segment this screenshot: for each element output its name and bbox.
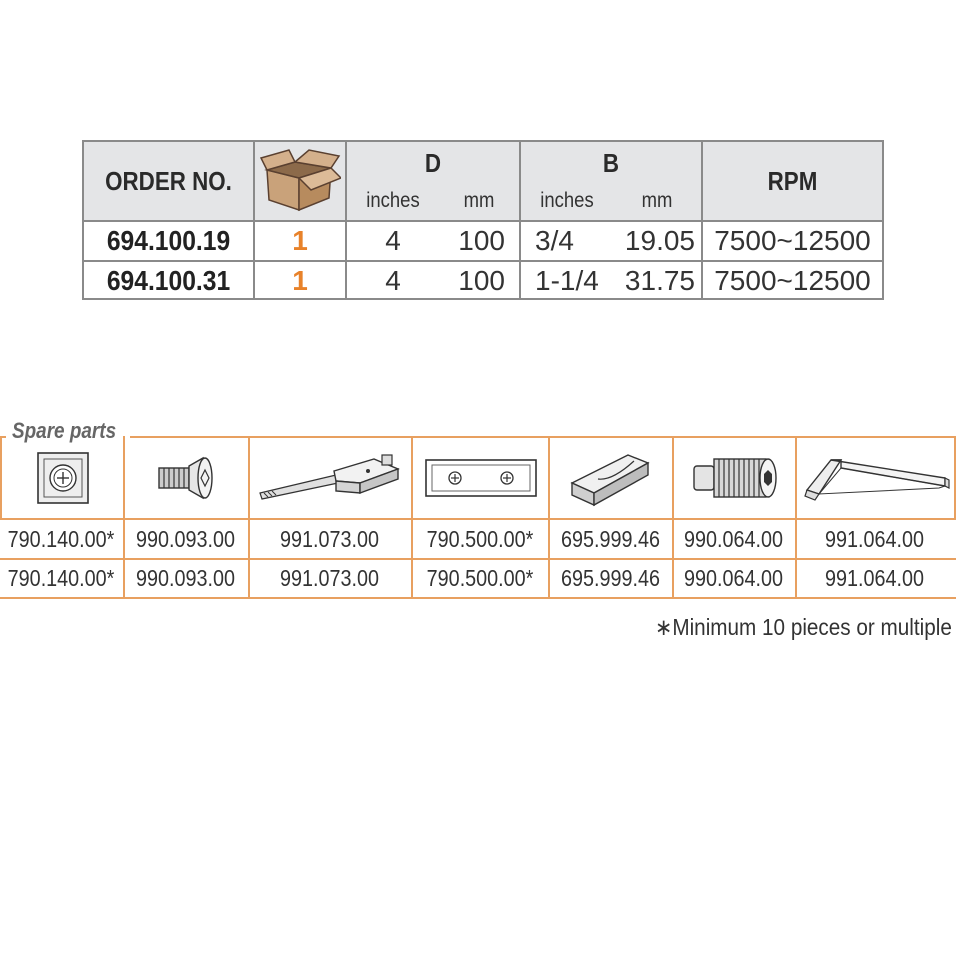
square-insert-icon	[2, 438, 123, 518]
header-d-inches: inches	[366, 189, 420, 212]
row-2-b-inches: 1-1/4	[535, 265, 599, 296]
hex-key-icon	[797, 438, 954, 518]
part-number: 991.064.00	[825, 525, 925, 552]
spare-parts-table: 790.140.00* 990.093.00 991.073.00 790.50…	[0, 436, 956, 600]
row-1-order-no: 694.100.19	[106, 225, 231, 256]
part-number: 990.064.00	[684, 564, 784, 591]
header-b-inches: inches	[540, 189, 594, 212]
header-b: B	[602, 147, 620, 178]
row-2-d-mm: 100	[458, 265, 505, 296]
row-2-order-no: 694.100.31	[106, 265, 231, 296]
part-number: 695.999.46	[560, 564, 661, 591]
table-header-background	[84, 142, 882, 220]
row-2-rpm: 7500~12500	[714, 265, 871, 296]
header-b-mm: mm	[641, 189, 673, 212]
row-1-b-inches: 3/4	[535, 225, 574, 256]
row-1-d-inches: 4	[385, 225, 401, 256]
part-number: 991.073.00	[280, 525, 380, 552]
header-rpm: RPM	[767, 165, 818, 196]
part-number: 790.500.00*	[426, 564, 534, 591]
part-number: 990.093.00	[136, 525, 236, 552]
row-1-b-mm: 19.05	[624, 225, 695, 256]
part-number: 790.500.00*	[426, 525, 534, 552]
torx-key-icon	[250, 438, 411, 518]
order-table: ORDER NO. D inches mm B inches mm RPM 69…	[82, 140, 884, 300]
footnote: ∗Minimum 10 pieces or multiple	[655, 614, 952, 640]
row-2-qty: 1	[292, 265, 308, 296]
wedge-icon	[550, 438, 672, 518]
header-d-mm: mm	[463, 189, 495, 212]
row-2-b-mm: 31.75	[624, 265, 695, 296]
row-1-d-mm: 100	[458, 225, 505, 256]
part-number: 790.140.00*	[8, 525, 115, 552]
part-number: 991.073.00	[280, 564, 380, 591]
row-2-d-inches: 4	[385, 265, 401, 296]
countersunk-screw-icon	[125, 438, 248, 518]
part-number: 990.093.00	[136, 564, 236, 591]
row-1-qty: 1	[292, 225, 308, 256]
header-order-no: ORDER NO.	[105, 165, 232, 196]
set-screw-icon	[674, 438, 795, 518]
part-number: 991.064.00	[825, 564, 925, 591]
part-number: 695.999.46	[560, 525, 661, 552]
header-d: D	[424, 147, 442, 178]
cardboard-box-icon	[255, 142, 345, 220]
part-number: 790.140.00*	[8, 564, 115, 591]
knife-blade-icon	[413, 438, 548, 518]
spare-parts-title: Spare parts	[12, 418, 117, 443]
part-number: 990.064.00	[684, 525, 784, 552]
row-1-rpm: 7500~12500	[714, 225, 871, 256]
